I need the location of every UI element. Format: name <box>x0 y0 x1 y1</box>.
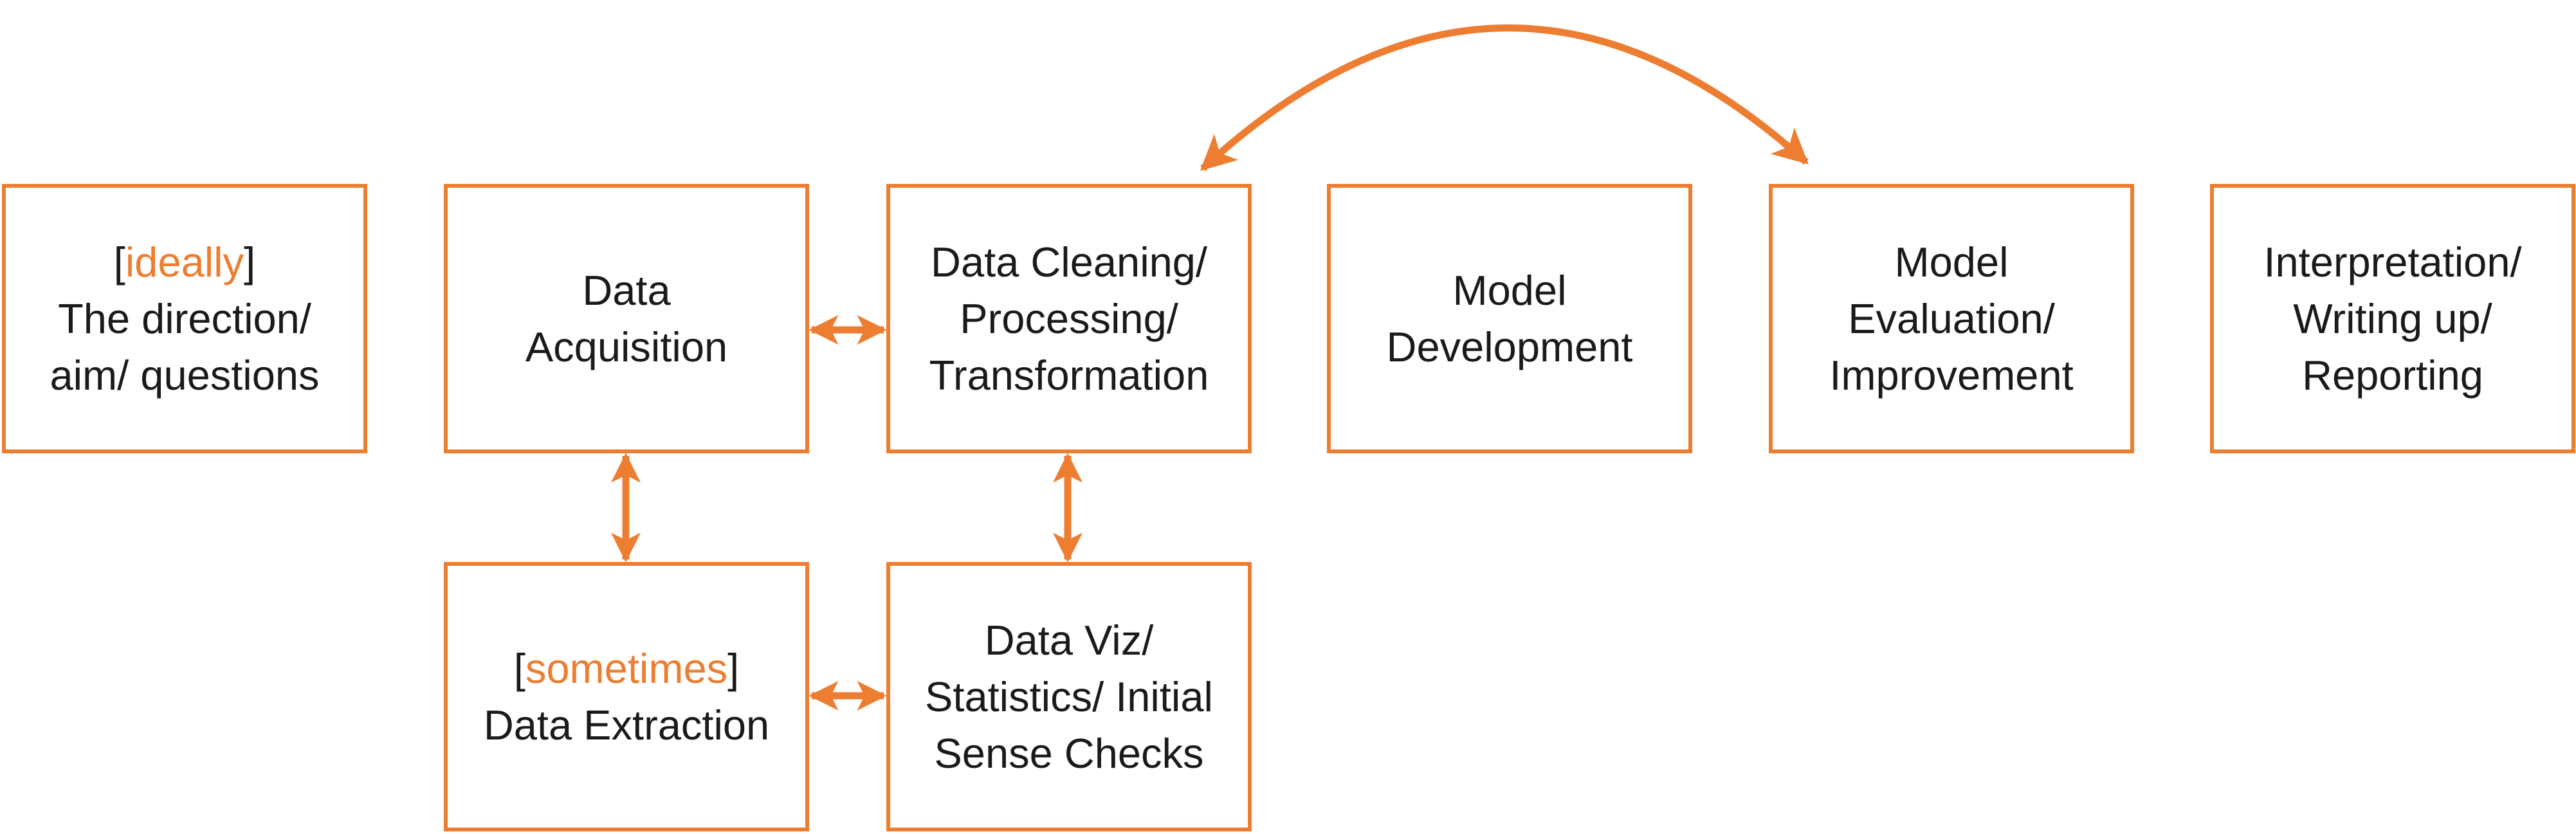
box-label-line: Data Extraction <box>483 701 770 748</box>
box-label-line: Processing/ <box>960 295 1178 342</box>
tag-line: [ideally] <box>50 234 319 291</box>
box-label-line: Data Viz/ <box>984 616 1154 664</box>
bracket-open: [ <box>113 238 125 286</box>
bracket-close: ] <box>244 238 256 286</box>
tag-ideally: ideally <box>125 238 244 286</box>
box-model-evaluation: Model Evaluation/ Improvement <box>1769 184 2134 453</box>
tag-sometimes: sometimes <box>525 644 728 692</box>
box-label-line: Writing up/ <box>2293 295 2492 342</box>
box-label-line: aim/ questions <box>50 351 320 399</box>
box-label-line: Sense Checks <box>934 729 1204 777</box>
box-label-line: Evaluation/ <box>1848 295 2055 342</box>
box-label-line: Model <box>1894 238 2009 286</box>
box-label-line: Improvement <box>1829 351 2074 399</box>
box-label-line: Acquisition <box>525 323 728 370</box>
box-model-development: Model Development <box>1327 184 1692 453</box>
box-data-extraction: [sometimes] Data Extraction <box>444 562 809 831</box>
box-direction-aim: [ideally] The direction/ aim/ questions <box>2 184 367 453</box>
box-data-acquisition: Data Acquisition <box>444 184 809 453</box>
box-label-line: Interpretation/ <box>2263 238 2522 286</box>
box-data-cleaning: Data Cleaning/ Processing/ Transformatio… <box>886 184 1252 453</box>
box-label-line: Development <box>1386 323 1633 370</box>
arc-arrow-cleaning-evaluation <box>1200 24 1809 172</box>
bracket-open: [ <box>513 644 525 692</box>
box-interpretation: Interpretation/ Writing up/ Reporting <box>2210 184 2575 453</box>
bracket-close: ] <box>727 644 740 692</box>
tag-line: [sometimes] <box>484 640 769 697</box>
box-label-line: Model <box>1452 266 1567 314</box>
box-label-line: Data <box>582 266 671 314</box>
box-label-line: Statistics/ Initial <box>925 673 1213 720</box>
box-label-line: Reporting <box>2302 351 2483 399</box>
box-label-line: Data Cleaning/ <box>931 238 1207 286</box>
box-label-line: Transformation <box>929 351 1209 399</box>
box-label-line: The direction/ <box>58 295 311 342</box>
box-data-viz: Data Viz/ Statistics/ Initial Sense Chec… <box>886 562 1252 831</box>
